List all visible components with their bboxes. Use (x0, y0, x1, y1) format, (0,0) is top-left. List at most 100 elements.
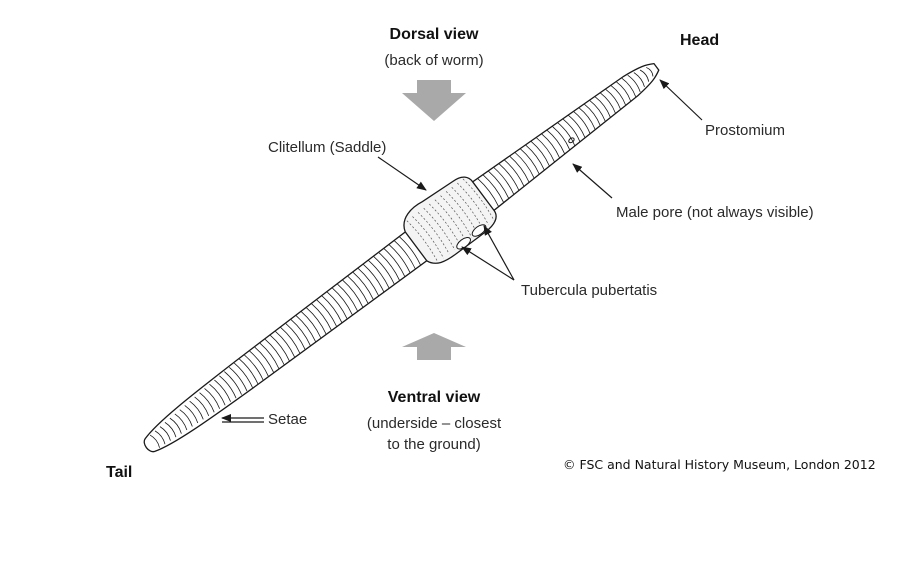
segment-ring (204, 388, 221, 409)
prostomium-pointer (659, 79, 703, 121)
clitellum-ring (417, 212, 450, 255)
segment-ring (610, 85, 626, 106)
segment-ring (295, 315, 316, 342)
segment-ring (368, 260, 390, 289)
clitellum-ring (423, 207, 456, 251)
segment-ring (229, 366, 248, 392)
segment-ring (347, 275, 369, 304)
segment-ring (605, 89, 621, 110)
segment-ring (627, 74, 641, 93)
segment-ring (209, 383, 226, 406)
dorsal-view-subtitle: (back of worm) (384, 52, 484, 69)
body-segments (149, 67, 654, 448)
segment-ring (646, 67, 654, 77)
segment-ring (568, 115, 586, 138)
segment-ring (224, 371, 242, 395)
ventral-view-subtitle-line2: to the ground) (387, 436, 481, 453)
segment-ring (482, 174, 504, 203)
segment-ring (332, 287, 353, 315)
copyright-notice: © FSC and Natural History Museum, London… (563, 457, 876, 472)
clitellum-pointer (377, 156, 427, 191)
segment-ring (306, 307, 327, 335)
segment-ring (639, 69, 650, 82)
segment-ring (326, 291, 348, 319)
arrow-up-icon (402, 333, 466, 360)
segment-ring (259, 342, 280, 369)
segment-ring (233, 362, 253, 388)
segment-ring (270, 335, 290, 361)
segment-ring (530, 141, 550, 166)
segment-ring (239, 358, 259, 385)
segment-ring (488, 170, 509, 199)
segment-ring (194, 396, 210, 417)
segment-ring (174, 413, 188, 431)
segment-ring (589, 100, 606, 122)
segment-ring (275, 331, 295, 358)
segment-ring (578, 107, 596, 130)
segment-ring (199, 392, 215, 413)
segment-ring (399, 236, 421, 265)
segment-ring (264, 338, 285, 365)
segment-ring (219, 375, 237, 399)
segment-ring (541, 133, 560, 158)
segment-ring (477, 178, 499, 207)
segment-ring (169, 417, 182, 434)
segment-ring (536, 137, 555, 162)
clitellum-ring (412, 216, 444, 259)
segment-ring (363, 264, 385, 292)
segment-ring (179, 409, 193, 427)
clitellum-ring (429, 203, 461, 246)
worm-body (143, 62, 660, 453)
head-label: Head (680, 32, 720, 49)
clitellum-ring (434, 199, 467, 242)
segment-ring (373, 256, 395, 285)
clitellum-saddle (403, 176, 497, 264)
segment-ring (546, 129, 565, 154)
male-pore-mark (568, 137, 575, 144)
clitellum-ring (462, 178, 495, 221)
segment-ring (552, 126, 570, 150)
segment-ring (321, 295, 343, 323)
segment-ring (378, 252, 400, 281)
segment-ring (214, 379, 231, 402)
segment-ring (383, 248, 406, 277)
segment-ring (493, 167, 515, 195)
segment-ring (616, 81, 631, 101)
segment-ring (394, 240, 416, 269)
segment-ring (525, 144, 545, 170)
segment-ring (504, 159, 525, 187)
segment-ring (594, 96, 611, 118)
arrow-down-icon (402, 80, 466, 121)
segment-ring (280, 327, 301, 354)
segment-ring (189, 400, 204, 420)
segment-ring (584, 103, 601, 126)
segment-ring (301, 311, 322, 338)
segment-ring (621, 77, 637, 97)
segment-ring (388, 244, 411, 273)
ventral-view-subtitle-line1: (underside – closest (366, 415, 502, 432)
tail-label: Tail (106, 464, 133, 481)
segment-ring (600, 92, 616, 114)
segment-ring (311, 303, 332, 331)
ventral-view-title: Ventral view (387, 389, 481, 406)
segment-ring (514, 152, 535, 179)
segment-ring (357, 268, 379, 296)
clitellum-ring (445, 191, 478, 234)
prostomium-label: Prostomium (705, 122, 786, 139)
segment-ring (573, 111, 591, 134)
segment-ring (164, 422, 177, 438)
worm-outline (143, 62, 660, 453)
segment-ring (285, 323, 306, 350)
segment-ring (159, 426, 171, 441)
segment-ring (509, 156, 530, 183)
segment-ring (633, 72, 645, 87)
male-pore-label: Male pore (not always visible) (616, 204, 814, 221)
segment-ring (557, 122, 576, 146)
tubercula-label: Tubercula pubertatis (521, 282, 658, 299)
segment-ring (498, 163, 520, 191)
clitellum-ring (406, 220, 439, 263)
segment-ring (149, 434, 160, 448)
tubercula-bump (456, 236, 471, 250)
